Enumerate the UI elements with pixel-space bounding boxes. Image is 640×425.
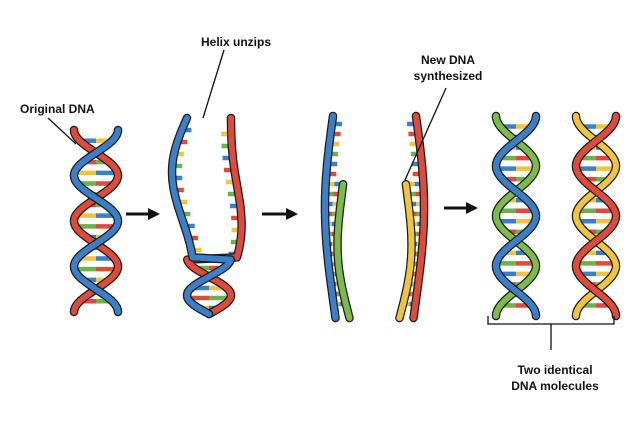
unzip-strand-blue-fill: [169, 115, 234, 317]
replicating-strands: [320, 111, 429, 323]
right-copy-template-strand-fill: [410, 113, 427, 321]
two-daughter-helices: [491, 111, 621, 321]
left-copy-new-strand-fill: [334, 181, 353, 321]
original-strand-back-fill: [71, 127, 121, 315]
right-copy-new-strand-fill: [396, 181, 415, 321]
original-dna-label: Original DNA: [20, 102, 95, 116]
daughter-1-strand-back: [491, 111, 541, 321]
original-dna-callout-line: [47, 117, 77, 145]
daughter-1-strand-front-fill: [493, 113, 539, 319]
daughter-2-strand-front-outline: [571, 111, 621, 321]
original-strand-back: [69, 125, 123, 317]
right-copy-template-strand: [409, 111, 429, 323]
result-label-line2: DNA molecules: [511, 379, 599, 393]
original-dna-helix: [69, 125, 123, 317]
right-copy-new-strand: [395, 179, 416, 323]
left-copy-template-strand: [320, 111, 340, 323]
arrow-3: [444, 202, 478, 214]
arrow-2: [262, 208, 298, 220]
result-label-line1: Two identical: [517, 363, 592, 377]
left-copy-template-strand-fill: [322, 113, 339, 321]
daughter-2-strand-back-fill: [573, 113, 619, 319]
unzipping-helix: [167, 113, 246, 319]
left-copy-new-strand: [333, 179, 354, 323]
daughter-2-strand-front-fill: [573, 113, 619, 319]
daughter-1-strand-back-fill: [493, 113, 539, 319]
helix-unzips-callout-line: [202, 49, 225, 119]
original-strand-front: [69, 125, 123, 317]
unzip-strand-red-fill: [184, 115, 245, 317]
new-dna-label-line2: synthesized: [414, 69, 483, 83]
daughter-1-strand-front-outline: [491, 111, 541, 321]
daughter-1-strand-front: [491, 111, 541, 321]
result-bracket: [487, 316, 615, 350]
original-strand-front-outline: [69, 125, 123, 317]
helix-unzips-label: Helix unzips: [201, 35, 271, 49]
daughter-2-strand-back: [571, 111, 621, 321]
new-dna-callout-line: [404, 87, 447, 181]
new-dna-label-line1: New DNA: [421, 53, 475, 67]
original-strand-front-fill: [71, 127, 121, 315]
daughter-2-strand-front: [571, 111, 621, 321]
process-arrows: [126, 202, 478, 220]
unzip-strand-blue: [167, 113, 236, 319]
unzip-strand-red: [182, 113, 246, 319]
arrow-1: [126, 208, 160, 220]
